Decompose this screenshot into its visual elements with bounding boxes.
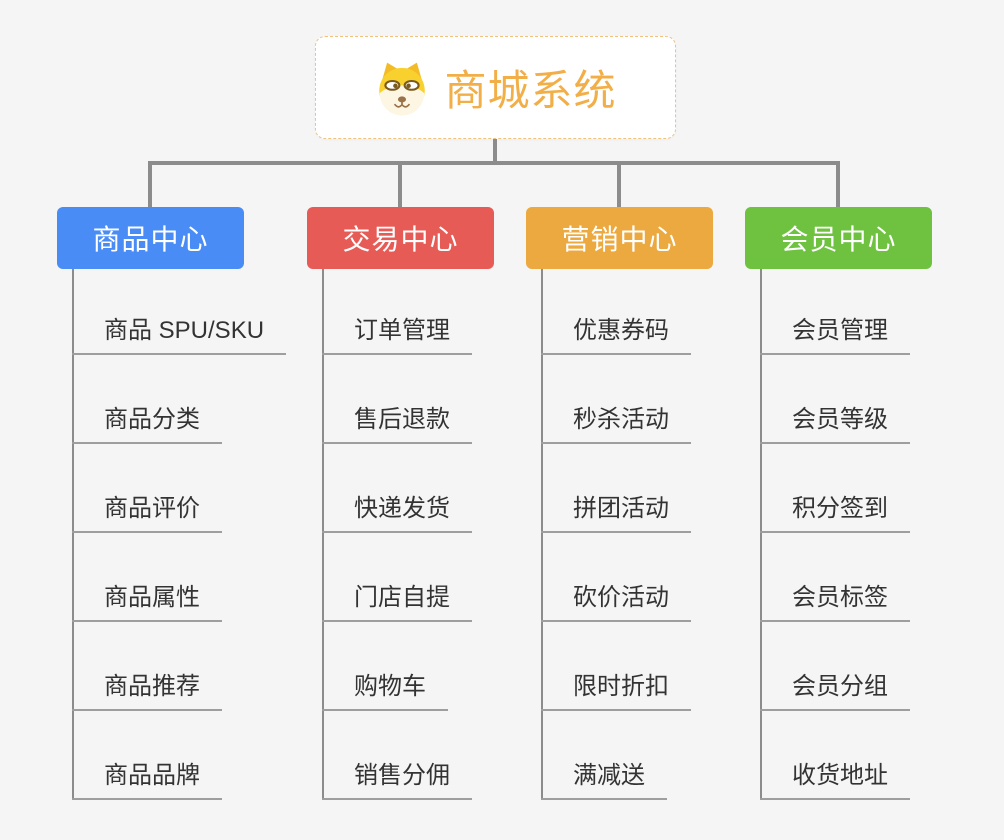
leaf-node[interactable]: 积分签到: [760, 488, 910, 533]
leaf-node[interactable]: 销售分佣: [322, 755, 472, 800]
leaf-node[interactable]: 购物车: [322, 666, 448, 711]
leaf-node[interactable]: 拼团活动: [541, 488, 691, 533]
leaf-node[interactable]: 收货地址: [760, 755, 910, 800]
connector-drop-2: [398, 161, 402, 209]
branch-node-4[interactable]: 会员中心: [745, 207, 932, 269]
leaf-node[interactable]: 商品品牌: [72, 755, 222, 800]
leaf-node[interactable]: 会员等级: [760, 399, 910, 444]
leaf-node[interactable]: 会员分组: [760, 666, 910, 711]
leaf-node[interactable]: 商品属性: [72, 577, 222, 622]
branch-node-2[interactable]: 交易中心: [307, 207, 494, 269]
leaf-node[interactable]: 快递发货: [322, 488, 472, 533]
leaf-node[interactable]: 满减送: [541, 755, 667, 800]
leaf-node[interactable]: 优惠券码: [541, 310, 691, 355]
branch-node-3[interactable]: 营销中心: [526, 207, 713, 269]
leaf-node[interactable]: 会员标签: [760, 577, 910, 622]
connector-branch-vline-3: [541, 269, 543, 800]
root-title: 商城系统: [444, 67, 617, 114]
branch-node-1[interactable]: 商品中心: [57, 207, 244, 269]
leaf-node[interactable]: 秒杀活动: [541, 399, 691, 444]
connector-drop-4: [836, 161, 840, 209]
root-node[interactable]: 商城系统: [315, 36, 676, 139]
connector-drop-1: [148, 161, 152, 209]
leaf-node[interactable]: 商品 SPU/SKU: [72, 310, 287, 355]
leaf-node[interactable]: 砍价活动: [541, 577, 691, 622]
leaf-node[interactable]: 会员管理: [760, 310, 910, 355]
connector-branch-vline-1: [72, 269, 74, 800]
leaf-node[interactable]: 商品分类: [72, 399, 222, 444]
leaf-node[interactable]: 门店自提: [322, 577, 472, 622]
leaf-node[interactable]: 售后退款: [322, 399, 472, 444]
connector-branch-vline-4: [760, 269, 762, 800]
connector-horizontal-bar: [148, 161, 840, 165]
connector-branch-vline-2: [322, 269, 324, 800]
leaf-node[interactable]: 商品推荐: [72, 666, 222, 711]
connector-drop-3: [617, 161, 621, 209]
shiba-dog-icon: [374, 60, 430, 116]
leaf-node[interactable]: 限时折扣: [541, 666, 691, 711]
connector-root-stem: [493, 139, 497, 163]
leaf-node[interactable]: 订单管理: [322, 310, 472, 355]
leaf-node[interactable]: 商品评价: [72, 488, 222, 533]
